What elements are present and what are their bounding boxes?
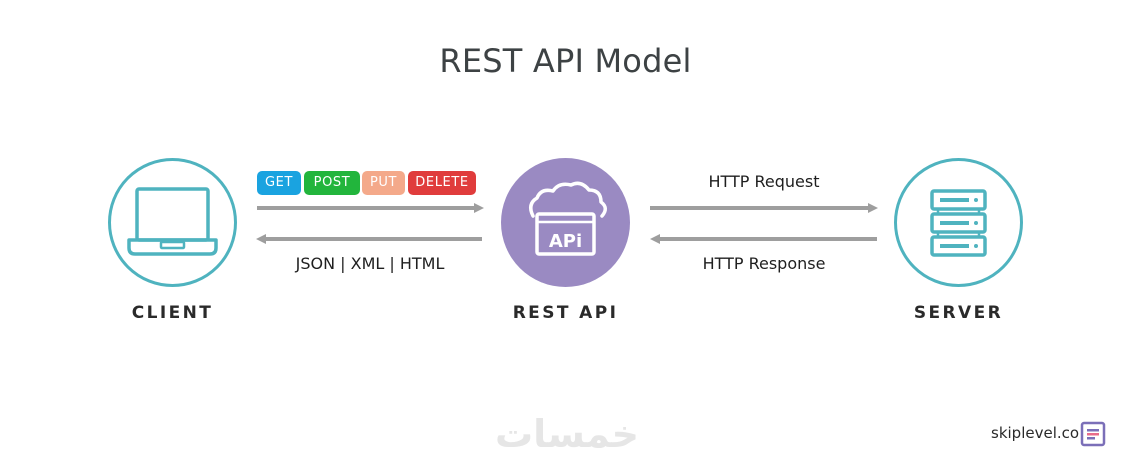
response-formats-label: JSON | XML | HTML: [295, 254, 445, 273]
brand-name: skiplevel.co: [991, 424, 1080, 442]
api-icon-text: APi: [549, 231, 582, 252]
rest-api-node: APi: [501, 158, 630, 287]
http-response-label: HTTP Response: [702, 254, 826, 273]
method-badge-get: GET: [257, 171, 301, 195]
method-badge-post: POST: [304, 171, 360, 195]
server-rack-icon: [930, 189, 987, 257]
watermark-text: خمسات: [495, 412, 639, 456]
http-request-label: HTTP Request: [708, 172, 820, 191]
method-badge-delete: DELETE: [408, 171, 476, 195]
client-node: [108, 158, 237, 287]
client-label: CLIENT: [131, 303, 214, 323]
api-cloud-icon: APi: [529, 181, 607, 256]
skiplevel-logo-icon: [1080, 421, 1106, 447]
server-label: SERVER: [913, 303, 1004, 323]
method-badge-put: PUT: [362, 171, 405, 195]
rest-api-label: REST API: [512, 303, 619, 323]
server-node: [894, 158, 1023, 287]
diagram-title: REST API Model: [439, 42, 692, 80]
laptop-icon: [127, 187, 218, 256]
